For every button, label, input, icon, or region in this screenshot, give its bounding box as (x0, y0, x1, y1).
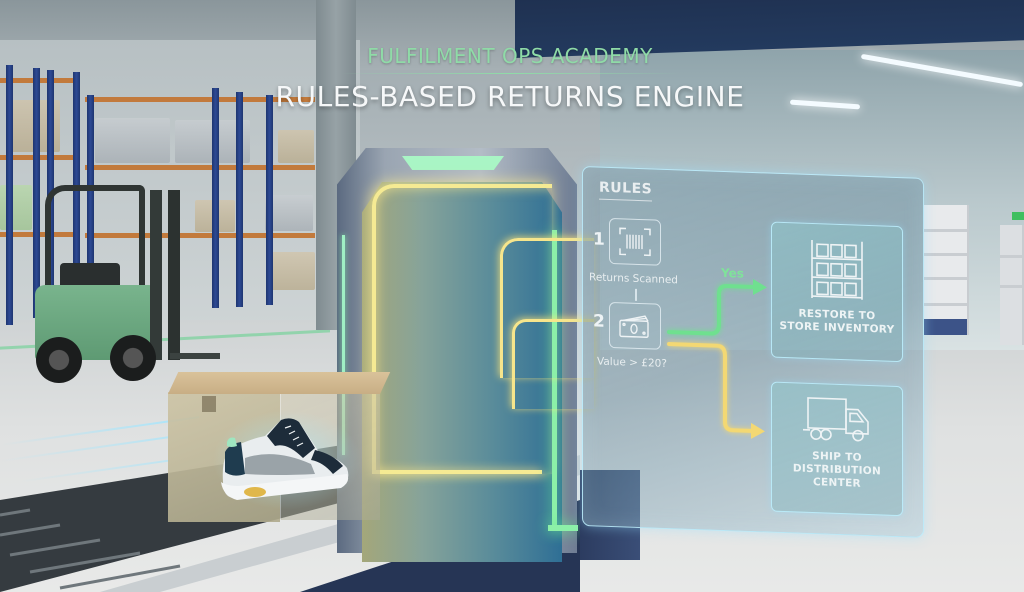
store-shelf (1000, 225, 1024, 345)
delivery-truck-icon (803, 397, 869, 442)
rule-2-label: Value > £20? (597, 355, 667, 370)
header-divider (340, 73, 680, 74)
arrow-no-icon (751, 422, 765, 439)
rule-1-step[interactable] (609, 217, 661, 266)
header-subtitle: FULFILMENT OPS ACADEMY (367, 44, 653, 68)
connector-to-rule-2 (512, 319, 594, 409)
cash-icon (619, 315, 649, 338)
rules-heading: RULES (599, 179, 653, 202)
rule-2-number: 2 (593, 311, 605, 332)
barcode-scan-icon (619, 227, 651, 257)
arrow-yes-icon (753, 278, 767, 295)
outcome-ship-distribution[interactable]: SHIP TO DISTRIBUTION CENTER (771, 381, 903, 517)
page-title: RULES-BASED RETURNS ENGINE (275, 80, 745, 113)
shelving-inventory-icon (811, 240, 863, 300)
sneaker (221, 418, 349, 500)
header: FULFILMENT OPS ACADEMY RULES-BASED RETUR… (250, 44, 770, 113)
forklift (30, 185, 220, 385)
gate-status-light (402, 156, 504, 170)
rule-1-number: 1 (593, 229, 605, 250)
connector-to-rule-1 (500, 238, 594, 378)
store-shelf (924, 205, 969, 335)
branch-yes-label: Yes (721, 265, 744, 281)
decision-branches (667, 278, 767, 439)
rule-connector (635, 288, 637, 301)
rules-panel: RULES 1 Returns Scanned 2 (582, 166, 924, 538)
rule-2-step[interactable] (609, 301, 661, 350)
outcome-restore-inventory[interactable]: RESTORE TO STORE INVENTORY (771, 221, 903, 363)
store-sign (1012, 212, 1024, 220)
scan-beam-frame (372, 184, 552, 474)
